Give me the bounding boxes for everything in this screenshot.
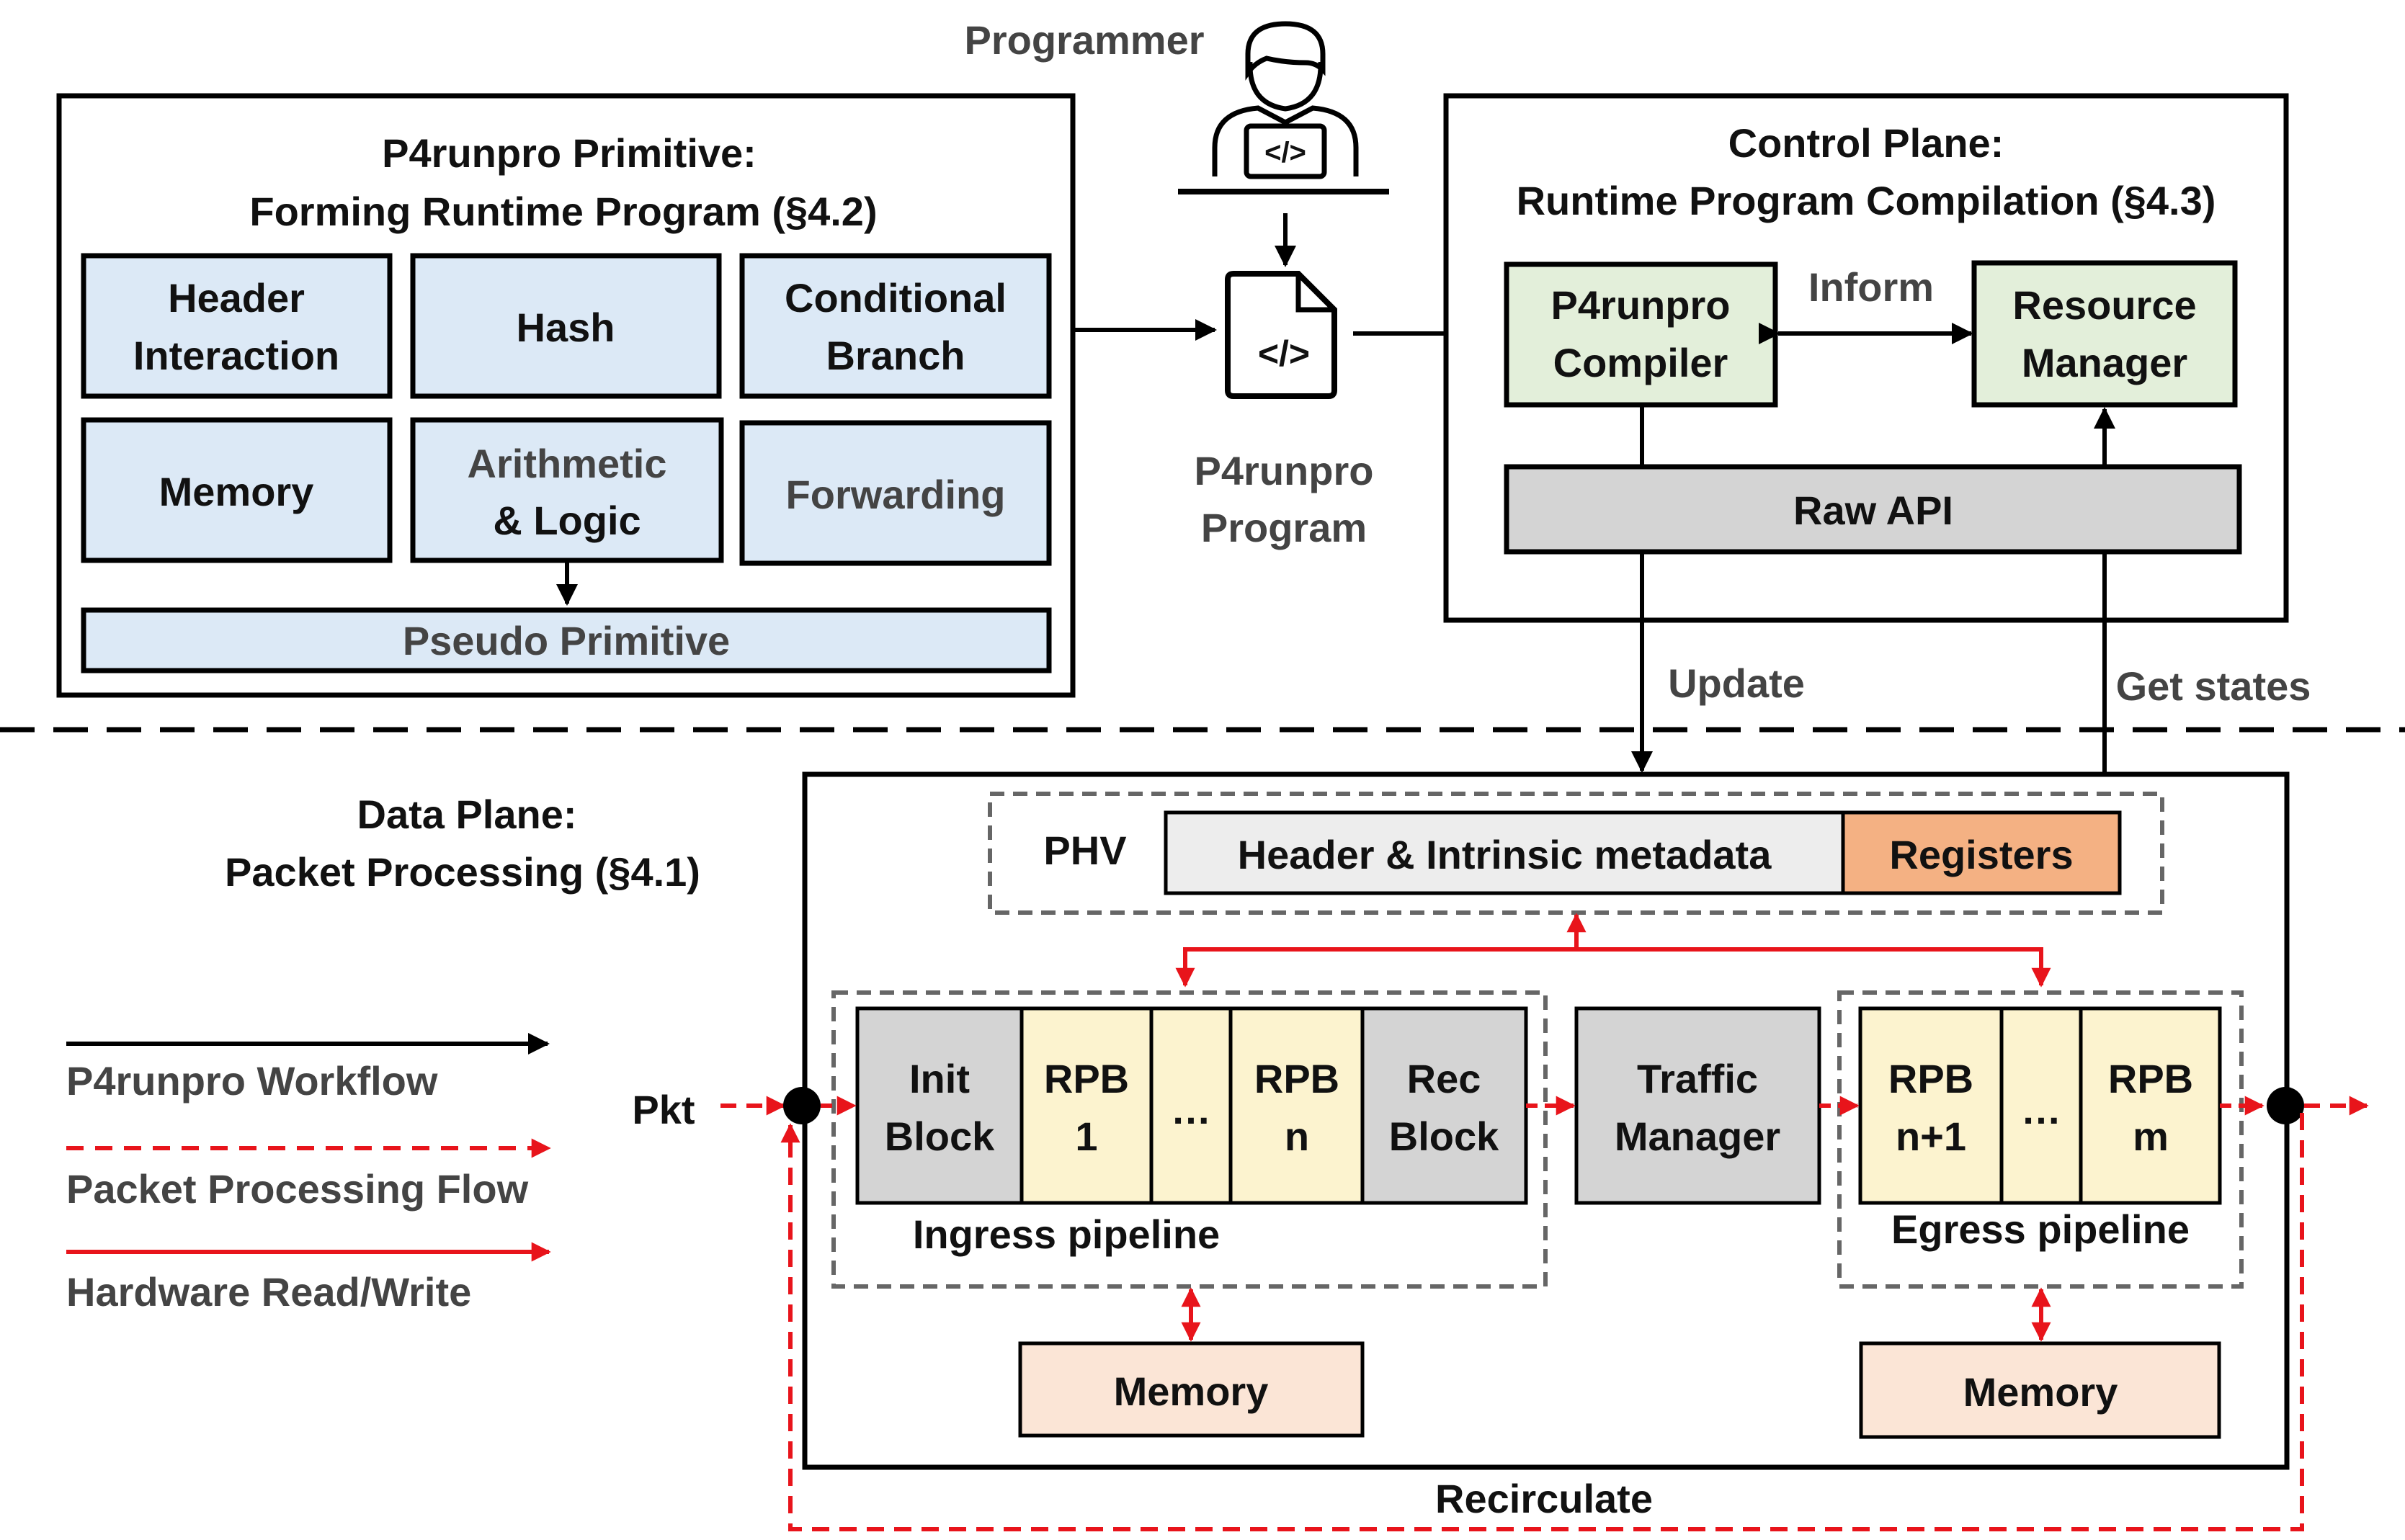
control-plane-title-2: Runtime Program Compilation (§4.3) [1517, 178, 2216, 223]
inform-label: Inform [1808, 264, 1934, 310]
primitive-arithmetic-logic-line2: & Logic [493, 498, 641, 543]
rpb-m-line2: m [2133, 1114, 2169, 1159]
resource-manager-box[interactable]: Resource Manager [1971, 260, 2238, 408]
memory-right[interactable]: Memory [1859, 1341, 2221, 1439]
compiler-line2: Compiler [1553, 340, 1728, 385]
phv-label: PHV [1043, 828, 1126, 873]
pkt-label: Pkt [632, 1087, 695, 1132]
rpb-1-line2: 1 [1075, 1114, 1097, 1159]
primitive-memory[interactable]: Memory [81, 417, 393, 563]
primitive-conditional-branch-line1: Conditional [785, 275, 1007, 321]
rpb-n[interactable]: RPB n [1228, 1006, 1365, 1205]
rpb-n-plus-1-line1: RPB [1888, 1056, 1973, 1101]
program-file-icon: </> [1225, 271, 1337, 399]
primitive-arithmetic-logic[interactable]: Arithmetic & Logic [410, 417, 724, 563]
svg-text:</>: </> [1258, 333, 1310, 374]
compiler-line1: P4runpro [1551, 282, 1731, 328]
init-block-line2: Block [885, 1114, 995, 1159]
resource-manager-line2: Manager [2022, 340, 2187, 385]
data-plane-title-1: Data Plane: [357, 792, 577, 837]
primitive-memory-label: Memory [159, 469, 314, 514]
compiler-box[interactable]: P4runpro Compiler [1504, 261, 1778, 408]
programmer-label: Programmer [964, 17, 1204, 63]
control-plane-title-1: Control Plane: [1728, 120, 2004, 166]
update-label: Update [1668, 661, 1805, 706]
traffic-manager-line2: Manager [1615, 1114, 1780, 1159]
recirculate-label: Recirculate [1435, 1476, 1653, 1521]
phv-dashed-frame [988, 792, 2164, 915]
legend: P4runpro Workflow Packet Processing Flow… [66, 1033, 551, 1315]
ingress-dots-label: … [1171, 1087, 1211, 1132]
egress-dashed-frame [1837, 990, 2244, 1289]
memory-left-label: Memory [1114, 1369, 1269, 1414]
init-block[interactable]: Init Block [855, 1006, 1024, 1205]
primitive-panel: P4runpro Primitive: Forming Runtime Prog… [56, 93, 1076, 698]
egress-pipeline-label: Egress pipeline [1891, 1207, 2190, 1252]
get-states-label: Get states [2116, 663, 2311, 709]
rpb-n-line1: RPB [1254, 1056, 1339, 1101]
resource-manager-line1: Resource [2012, 282, 2196, 328]
program-label-1: P4runpro [1195, 448, 1374, 493]
svg-text:</>: </> [1264, 137, 1306, 169]
rec-block-line1: Rec [1407, 1056, 1481, 1101]
primitive-header-interaction[interactable]: Header Interaction [81, 253, 393, 399]
egress-junction [2267, 1087, 2304, 1124]
rec-block[interactable]: Rec Block [1360, 1006, 1528, 1205]
rpb-1-line1: RPB [1044, 1056, 1129, 1101]
registers-box[interactable]: Registers [1841, 810, 2122, 895]
pseudo-primitive[interactable]: Pseudo Primitive [81, 607, 1052, 673]
recirculate-loop [780, 1113, 2304, 1531]
legend-hw-rw-label: Hardware Read/Write [66, 1269, 471, 1315]
data-plane-title-2: Packet Processing (§4.1) [225, 849, 700, 895]
programmer-icon: </> [1178, 21, 1389, 194]
rpb-n-plus-1-line2: n+1 [1896, 1114, 1966, 1159]
primitive-hash[interactable]: Hash [410, 253, 722, 399]
header-metadata-label: Header & Intrinsic metadata [1238, 832, 1772, 877]
traffic-manager-line1: Traffic [1637, 1056, 1758, 1101]
primitive-conditional-branch-line2: Branch [826, 333, 965, 378]
memory-right-label: Memory [1963, 1369, 2118, 1415]
primitive-hash-label: Hash [517, 305, 615, 350]
rec-block-line2: Block [1389, 1114, 1499, 1159]
pseudo-primitive-label: Pseudo Primitive [403, 618, 730, 663]
egress-dots: … [1999, 1006, 2083, 1205]
ingress-junction [783, 1087, 821, 1124]
primitive-conditional-branch[interactable]: Conditional Branch [739, 253, 1052, 399]
primitive-header-interaction-line1: Header [168, 275, 305, 321]
raw-api-label: Raw API [1793, 488, 1953, 533]
primitive-panel-title-2: Forming Runtime Program (§4.2) [249, 189, 877, 234]
rpb-n-plus-1[interactable]: RPB n+1 [1858, 1006, 2004, 1205]
header-metadata-box[interactable]: Header & Intrinsic metadata [1164, 810, 1845, 895]
memory-left[interactable]: Memory [1018, 1341, 1365, 1438]
legend-workflow-label: P4runpro Workflow [66, 1058, 438, 1103]
ingress-dashed-frame [831, 990, 1548, 1289]
egress-dots-label: … [2021, 1087, 2061, 1132]
primitive-forwarding[interactable]: Forwarding [739, 420, 1052, 566]
rpb-m-line1: RPB [2108, 1056, 2193, 1101]
ingress-pipeline-label: Ingress pipeline [913, 1212, 1220, 1257]
raw-api-box[interactable]: Raw API [1504, 464, 2242, 555]
registers-label: Registers [1889, 832, 2073, 877]
primitive-header-interaction-line2: Interaction [133, 333, 339, 378]
rpb-n-line2: n [1285, 1114, 1309, 1159]
primitive-forwarding-label: Forwarding [786, 472, 1006, 517]
phv-rw-branch [1175, 947, 2051, 988]
ingress-dots: … [1149, 1006, 1233, 1205]
legend-packet-flow-label: Packet Processing Flow [66, 1166, 529, 1212]
rpb-m[interactable]: RPB m [2079, 1006, 2222, 1205]
primitive-panel-title-1: P4runpro Primitive: [382, 130, 757, 176]
init-block-line1: Init [909, 1056, 970, 1101]
traffic-manager[interactable]: Traffic Manager [1574, 1006, 1821, 1205]
primitive-arithmetic-logic-line1: Arithmetic [468, 441, 667, 486]
program-label-2: Program [1201, 505, 1367, 550]
control-plane-panel: Control Plane: Runtime Program Compilati… [1443, 93, 2289, 623]
rpb-1[interactable]: RPB 1 [1019, 1006, 1154, 1205]
